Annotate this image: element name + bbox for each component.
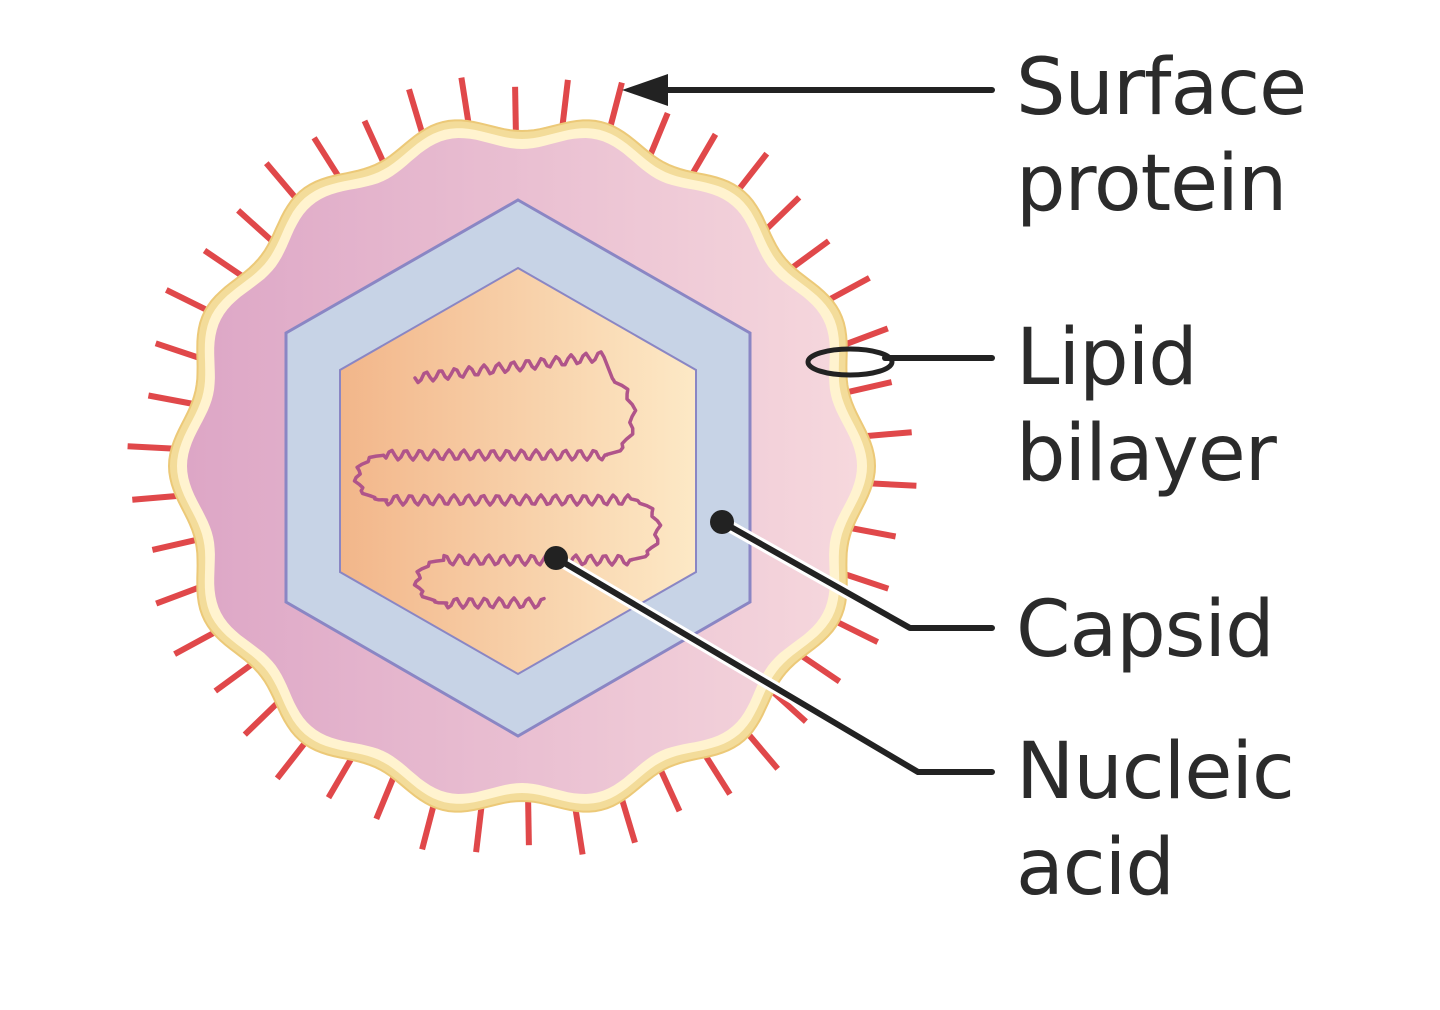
- surface-protein-spike: [512, 86, 519, 133]
- surface-protein-spike: [764, 195, 802, 232]
- surface-protein-spike: [242, 700, 280, 737]
- surface-protein-spike: [799, 653, 842, 684]
- lipid-bilayer-loop: [805, 346, 895, 378]
- surface-protein-spike: [373, 775, 397, 821]
- surface-protein-spike: [827, 275, 871, 303]
- surface-protein-spike: [274, 740, 308, 781]
- surface-protein-spike: [147, 392, 195, 407]
- arrowhead: [622, 74, 668, 106]
- surface-protein-spike: [657, 768, 683, 813]
- surface-protein-spike: [702, 753, 733, 796]
- label-surface-protein-line2: protein: [1016, 139, 1287, 229]
- surface-protein-spike: [213, 661, 255, 694]
- nucleic-acid-strand: [352, 350, 663, 610]
- surface-protein-spike: [559, 79, 571, 126]
- surface-protein-spike: [164, 287, 209, 313]
- surface-protein-spike: [173, 629, 217, 657]
- surface-protein-spike: [311, 136, 342, 179]
- surface-protein-spike: [202, 248, 245, 279]
- label-lipid-bilayer: Lipid bilayer: [1016, 310, 1277, 502]
- surface-protein-spike: [127, 443, 174, 452]
- surface-protein-spike: [151, 536, 198, 553]
- leader-lines: [550, 87, 998, 778]
- surface-protein-spike: [458, 77, 472, 124]
- surface-protein-spike: [132, 492, 179, 503]
- label-surface-protein-line1: Surface: [1016, 43, 1307, 133]
- surface-protein-spike: [647, 111, 671, 157]
- surface-protein-spike: [865, 429, 912, 440]
- label-nucleic-acid-line2: acid: [1016, 823, 1175, 913]
- surface-protein-spikes: [127, 77, 917, 855]
- surface-protein-spike: [843, 325, 889, 348]
- surface-protein-spike: [789, 238, 831, 271]
- surface-protein-spike: [745, 731, 780, 771]
- label-surface-protein: Surface protein: [1016, 40, 1307, 232]
- label-lipid-bilayer-line2: bilayer: [1016, 409, 1277, 499]
- label-nucleic-acid-line1: Nucleic: [1016, 727, 1295, 817]
- surface-protein-spike: [419, 804, 437, 851]
- surface-protein-spike: [325, 756, 355, 800]
- surface-protein-spike: [618, 797, 638, 844]
- surface-protein-spike: [846, 379, 893, 396]
- surface-protein-spike: [155, 584, 201, 607]
- surface-protein-spike: [361, 119, 387, 164]
- surface-protein-spike: [607, 81, 625, 128]
- surface-protein-spike: [843, 571, 890, 592]
- surface-protein-spike: [154, 340, 201, 361]
- nucleic-acid-pointer-dot: [544, 546, 568, 570]
- surface-protein-spike: [849, 525, 897, 540]
- surface-protein-spike: [572, 808, 586, 855]
- surface-protein-spike: [769, 688, 808, 724]
- surface-protein-spike: [689, 132, 719, 176]
- surface-protein-spike: [870, 480, 917, 489]
- surface-protein-spike: [264, 161, 299, 201]
- surface-protein-spike: [736, 151, 770, 192]
- label-nucleic-acid: Nucleic acid: [1016, 724, 1295, 916]
- surface-protein-spike: [473, 806, 485, 853]
- capsid-pointer-dot: [710, 510, 734, 534]
- surface-protein-spike: [236, 208, 275, 244]
- label-lipid-bilayer-line1: Lipid: [1016, 313, 1198, 403]
- surface-protein-spike: [525, 799, 532, 846]
- label-capsid-line1: Capsid: [1016, 585, 1275, 675]
- label-capsid: Capsid: [1016, 582, 1275, 678]
- surface-protein-spike: [835, 619, 880, 645]
- surface-protein-spike: [406, 88, 426, 135]
